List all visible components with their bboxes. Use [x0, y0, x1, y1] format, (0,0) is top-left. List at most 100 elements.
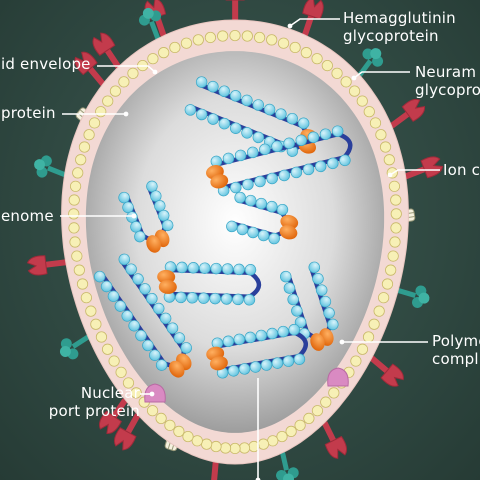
matrix-protein-bead — [68, 194, 80, 206]
nucleoprotein — [220, 293, 233, 305]
matrix-protein-bead — [266, 34, 278, 46]
matrix-protein-bead — [390, 194, 402, 206]
nucleoprotein — [287, 293, 299, 306]
nucleoprotein — [118, 253, 131, 266]
matrix-protein-bead — [173, 425, 185, 437]
nucleoprotein — [161, 219, 174, 232]
label-ion-channel: Ion c — [443, 161, 480, 179]
nucleoprotein — [278, 169, 291, 182]
nucleoprotein — [100, 280, 113, 293]
nucleoprotein — [195, 76, 208, 88]
matrix-protein-bead — [311, 53, 323, 65]
matrix-protein-bead — [285, 425, 297, 437]
matrix-protein-bead — [320, 396, 332, 408]
nucleoprotein — [229, 122, 242, 134]
nuclear-export-proteins — [144, 367, 349, 403]
nucleoprotein — [268, 232, 280, 245]
nucleoprotein — [327, 318, 339, 331]
label-neuraminidase-line2: glycoprot — [415, 81, 480, 99]
nucleoprotein — [199, 262, 211, 274]
matrix-protein-bead — [356, 343, 369, 355]
matrix-protein-bead — [75, 154, 87, 166]
matrix-protein-bead — [180, 37, 193, 49]
matrix-protein-bead — [331, 67, 343, 79]
matrix-protein-bead — [389, 236, 401, 248]
matrix-protein-bead — [311, 405, 324, 417]
leader-line-dot — [149, 391, 155, 397]
label-hemagglutinin-line2: glycoprotein — [343, 27, 439, 45]
matrix-protein-bead — [253, 31, 266, 44]
nucleoprotein — [290, 166, 303, 179]
matrix-protein-bead — [108, 355, 120, 367]
polymerase-complex — [169, 353, 192, 378]
nucleoprotein — [312, 273, 324, 285]
nucleoprotein — [233, 263, 245, 276]
nucleoprotein — [293, 353, 306, 365]
rna-segment — [279, 261, 339, 351]
label-lipid-envelope: id envelope — [1, 55, 91, 73]
polymerase-complex — [157, 269, 177, 294]
matrix-protein-bead — [379, 141, 392, 153]
label-matrix-protein: protein — [1, 104, 56, 122]
nucleoprotein — [155, 359, 168, 371]
nucleoprotein — [132, 273, 144, 285]
nucleoprotein — [331, 125, 344, 137]
nucleoprotein — [307, 131, 320, 144]
matrix-protein-bead — [388, 180, 401, 192]
matrix-protein-bead — [76, 278, 89, 290]
label-neuraminidase: Neuram glycoprot — [415, 63, 480, 99]
matrix-protein-bead — [373, 305, 385, 317]
matrix-protein-bead — [369, 117, 382, 129]
nucleoprotein — [149, 349, 161, 361]
matrix-protein-bead — [155, 412, 167, 425]
polymerase-complex — [206, 164, 229, 189]
matrix-protein-bead — [85, 305, 97, 317]
matrix-protein-bead — [300, 47, 312, 59]
matrix-protein-bead — [257, 438, 270, 450]
matrix-protein-bead — [363, 106, 375, 118]
matrix-protein-bead — [169, 41, 181, 54]
matrix-protein-bead — [385, 264, 397, 276]
nucleoprotein — [283, 137, 295, 150]
nucleoprotein — [275, 108, 287, 120]
matrix-protein-bead — [95, 106, 107, 118]
matrix-protein-bead — [229, 29, 241, 42]
neuraminidase-spike — [34, 155, 66, 178]
nucleoprotein — [209, 292, 221, 305]
label-lipid-envelope-text: id envelope — [1, 55, 91, 73]
leader-line-dot — [339, 339, 345, 345]
nucleoprotein — [308, 261, 321, 274]
nucleoprotein — [173, 332, 186, 344]
nucleoprotein — [242, 178, 254, 191]
nucleoprotein — [195, 108, 208, 121]
nucleoprotein — [187, 262, 200, 274]
nucleoprotein — [186, 292, 199, 304]
matrix-protein-bead — [362, 331, 375, 343]
nucleoprotein — [234, 149, 247, 162]
matrix-protein-bead — [72, 167, 84, 179]
matrix-protein-bead — [191, 435, 203, 447]
nucleoprotein — [319, 128, 332, 140]
matrix-protein-bead — [348, 85, 361, 97]
rna-segment — [226, 191, 299, 245]
matrix-protein-bead — [68, 208, 80, 220]
hemagglutinin-spike — [225, 0, 246, 21]
polymerase-complex — [279, 214, 299, 240]
nucleoprotein — [128, 320, 140, 332]
nucleoprotein — [241, 94, 253, 107]
nucleoprotein — [247, 146, 259, 159]
nuclear-export-protein-shape — [327, 367, 349, 387]
nucleoprotein — [319, 295, 332, 308]
matrix-protein-bead — [80, 292, 92, 304]
matrix-protein-bead — [303, 412, 315, 425]
matrix-protein-bead — [289, 41, 301, 54]
matrix-protein-bead — [102, 95, 114, 107]
matrix-protein-bead — [192, 34, 204, 46]
matrix-protein-bead — [219, 442, 232, 454]
nucleoprotein — [222, 152, 235, 165]
matrix-protein-bead — [182, 430, 194, 443]
label-nuclear-export-line2: port protein — [48, 402, 140, 420]
nucleoprotein — [134, 230, 146, 243]
nucleoprotein — [283, 282, 296, 294]
